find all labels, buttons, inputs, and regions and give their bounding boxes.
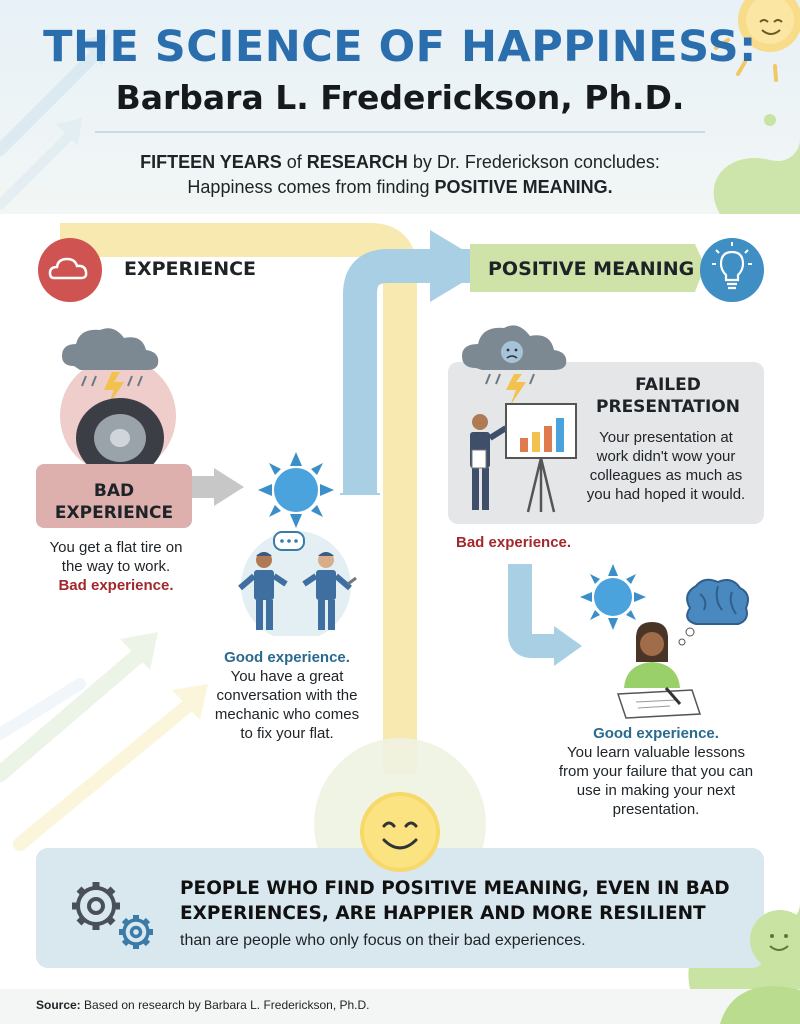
chart-board-icon (505, 403, 577, 513)
mechanic-text-4: to fix your flat. (240, 725, 334, 742)
presenter-icon (470, 414, 508, 510)
mechanics-illustration (238, 531, 357, 636)
bad-experience-tag-right: Bad experience. (456, 534, 572, 551)
flat-tire-illustration (60, 328, 176, 470)
header-decoration (0, 0, 800, 214)
source-text: Based on research by Barbara L. Frederic… (80, 998, 370, 1012)
lessons-text-2: from your failure that you can (558, 763, 754, 780)
smiley-icon (360, 792, 440, 872)
corner-smiley-decoration (720, 910, 800, 1024)
conclusion-line2: EXPERIENCES, ARE HAPPIER AND MORE RESILI… (180, 903, 706, 924)
lessons-caption: Good experience. You learn valuable less… (530, 724, 782, 819)
failed-presentation-box (448, 362, 764, 524)
intro-emphasis-meaning: POSITIVE MEANING. (434, 177, 613, 197)
mechanic-text-2: conversation with the (216, 687, 358, 704)
divider (95, 131, 705, 133)
failed-text-1: Your presentation at (599, 429, 733, 446)
page-subtitle: Barbara L. Frederickson, Ph.D. (115, 78, 685, 117)
failed-title-line2: PRESENTATION (596, 397, 740, 417)
conclusion-headline: PEOPLE WHO FIND POSITIVE MEANING, EVEN I… (180, 876, 750, 926)
failed-title-line1: FAILED (635, 375, 701, 395)
rising-arrows-icon (0, 35, 108, 210)
source-label: Source: (36, 998, 81, 1012)
mechanic-text-3: mechanic who comes (214, 706, 360, 723)
right-arrow-icon (214, 468, 244, 506)
flat-tire-text-2: the way to work. (61, 558, 171, 575)
faint-arrows-icon (0, 632, 208, 851)
lessons-text-1: You learn valuable lessons (567, 744, 745, 761)
bad-title-line2: EXPERIENCE (54, 503, 174, 523)
page-title: THE SCIENCE OF HAPPINESS: (43, 22, 757, 72)
elbow-arrow-icon (554, 626, 582, 666)
failed-presentation-title: FAILED PRESENTATION (578, 374, 758, 418)
mechanic-caption: Good experience. You have a great conver… (196, 648, 378, 743)
bad-experience-title: BAD EXPERIENCE (36, 480, 192, 524)
good-experience-tag-right: Good experience. (593, 725, 719, 742)
intro-concludes: by Dr. Frederickson concludes: (407, 152, 660, 172)
failed-presentation-text: Your presentation at work didn't wow you… (568, 428, 764, 504)
conclusion-tail: than are people who only focus on their … (180, 932, 586, 949)
mechanic-left-icon (238, 552, 288, 630)
sun-icon (258, 452, 334, 528)
intro-text: FIFTEEN YEARS of RESEARCH by Dr. Frederi… (0, 150, 800, 200)
sun-icon-right (580, 564, 646, 630)
mechanic-right-icon (302, 552, 357, 630)
cloud-icon (38, 238, 102, 302)
intro-happiness: Happiness comes from finding (187, 177, 435, 197)
failed-text-3: colleagues as much as (589, 467, 743, 484)
bad-title-line1: BAD (93, 481, 135, 501)
brain-icon (678, 578, 749, 646)
flat-tire-caption: You get a flat tire on the way to work. … (24, 538, 208, 595)
source-note: Source: Based on research by Barbara L. … (36, 998, 370, 1012)
presenter-illustration (462, 325, 577, 513)
lightbulb-icon (700, 238, 764, 302)
tire-icon (76, 398, 164, 470)
experience-label: EXPERIENCE (124, 258, 257, 280)
failed-text-2: work didn't wow your (596, 448, 736, 465)
intro-of: of (281, 152, 307, 172)
flat-tire-text-1: You get a flat tire on (49, 539, 183, 556)
arrow-head-icon (430, 230, 490, 302)
intro-emphasis-research: RESEARCH (306, 152, 408, 172)
failed-text-4: you had hoped it would. (586, 486, 746, 503)
bad-experience-box (36, 464, 192, 528)
lessons-text-4: presentation. (612, 801, 700, 818)
storm-cloud-icon (62, 328, 159, 406)
lessons-text-3: use in making your next (576, 782, 736, 799)
positive-meaning-label: POSITIVE MEANING (488, 258, 695, 280)
student-writing-illustration (616, 622, 702, 719)
header: THE SCIENCE OF HAPPINESS: Barbara L. Fre… (0, 0, 800, 214)
sad-cloud-icon (462, 325, 567, 406)
good-experience-tag-left: Good experience. (224, 649, 350, 666)
speech-bubble-icon (273, 531, 305, 551)
gears-icon (72, 882, 153, 949)
conclusion-line1: PEOPLE WHO FIND POSITIVE MEANING, EVEN I… (180, 878, 730, 899)
intro-emphasis-years: FIFTEEN YEARS (140, 152, 282, 172)
bad-experience-tag: Bad experience. (58, 577, 174, 594)
mechanic-text-1: You have a great (230, 668, 344, 685)
smiling-sun-icon (714, 0, 800, 82)
